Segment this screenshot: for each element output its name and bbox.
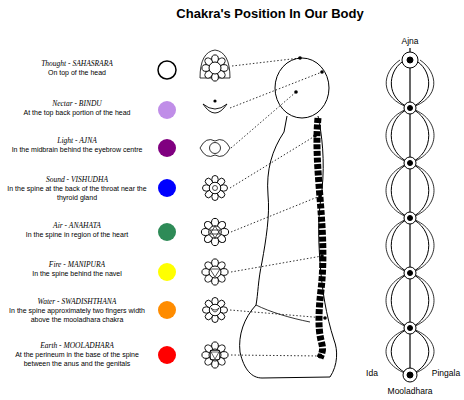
chakra-node-circle [404,102,416,114]
chakra-name: Thought - SAHASRARA [3,60,151,69]
leader-line [230,310,325,318]
pingala-channel [386,60,434,375]
chakra-node-circle [408,271,413,276]
chakra-node-circle [407,57,413,63]
chakra-location: In the midbrain behind the eyebrow centr… [3,146,151,155]
figure-label: Ajna [390,36,430,46]
chakra-node-circle [403,368,417,382]
leader-line [231,355,320,356]
head-outline [275,58,329,118]
mooladhara-symbol [202,342,228,368]
chakra-node-circle [407,372,413,378]
pingala-channel [391,62,429,375]
chakra-color-circle [158,179,176,197]
leader-line [230,136,315,188]
leader-dot [318,354,323,359]
body-outline [256,305,310,322]
ida-channel [386,60,434,375]
leader-dot [294,90,298,94]
vishudha-symbol [213,186,218,191]
figure-label: Mooladhara [375,386,445,396]
chakra-color-circle [158,301,176,319]
bindu-symbol [213,99,216,102]
vishudha-symbol [202,175,227,200]
swadishthana-symbol [202,297,227,322]
chakra-location: At the top back portion of the head [3,109,151,118]
leader-dot [318,194,322,198]
chakra-name: Fire - MANIPURA [3,261,151,270]
leader-line [231,256,322,272]
chakra-location: In the spine in region of the heart [3,231,151,240]
chakra-location: In the spine approximately two fingers w… [3,307,151,324]
chakra-name: Light - AJNA [3,137,151,146]
mooladhara-symbol [211,351,220,360]
chakra-node-circle [402,52,418,68]
chakra-location: On top of the head [3,69,151,78]
chakra-location: In the spine at the back of the throat n… [3,185,151,202]
chakra-color-circle [158,263,176,281]
chakra-name: Nectar - BINDU [3,100,151,109]
leader-line [231,92,296,148]
chakra-node-circle [408,216,413,221]
ajna-symbol [200,140,230,157]
chakra-node-circle [408,326,413,331]
diagram-title: Chakra's Position In Our Body [140,6,400,21]
chakra-color-circle [158,139,176,157]
swadishthana-symbol [211,308,219,312]
chakra-name: Water - SWADISHTHANA [3,298,151,307]
chakra-node-circle [408,161,413,166]
leader-line [231,196,320,232]
leader-line [232,58,300,66]
chakra-name: Earth - MOOLADHARA [3,342,151,351]
figure-label: Ida [358,368,386,378]
ajna-symbol [210,143,221,154]
manipura-symbol [202,259,228,285]
leader-dot [298,56,302,60]
leader-dot [323,316,327,320]
chakra-node-circle [408,106,413,111]
chakra-color-circle [158,101,176,119]
sahasrara-symbol [202,55,228,81]
leader-dot [320,254,324,258]
anahata-symbol [201,218,228,245]
spine [317,118,323,358]
chakra-color-circle [158,223,176,241]
manipura-symbol [210,269,220,277]
figure-label: Pingala [428,368,464,378]
ida-channel [391,62,429,375]
chakra-color-circle [158,61,176,79]
chakra-location: At the perineum in the base of the spine… [3,351,151,368]
chakra-node-circle [404,322,416,334]
leader-line [230,72,322,108]
bindu-symbol [203,104,227,113]
chakra-location: In the spine behind the navel [3,270,151,279]
leader-dot [320,70,324,74]
chakra-color-circle [158,346,176,364]
chakra-node-circle [404,157,416,169]
chakra-node-circle [404,212,416,224]
anahata-symbol [210,226,220,238]
leader-dot [313,134,317,138]
chakra-name: Air - ANAHATA [3,222,151,231]
body-outline [240,116,337,378]
chakra-node-circle [404,267,416,279]
mooladhara-symbol [211,352,219,359]
chakra-name: Sound - VISHUDHA [3,176,151,185]
